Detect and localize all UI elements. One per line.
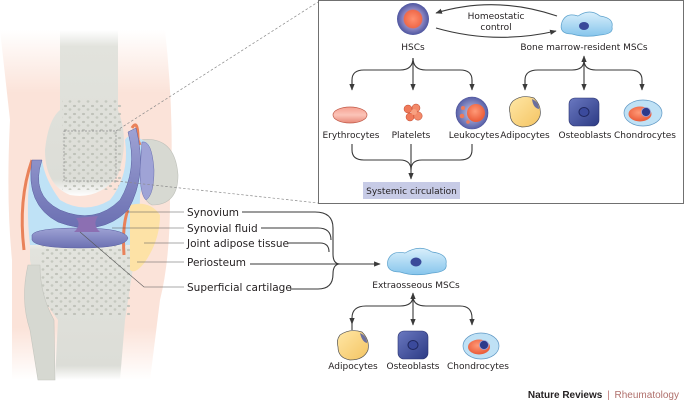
systemic-circulation-label: Systemic circulation	[366, 187, 457, 197]
tibial-cartilage	[31, 227, 129, 249]
converge-line-synovium	[242, 211, 341, 265]
extraosseous-msc-group: Extraosseous MSCs Adipocytes Osteoblasts…	[328, 247, 509, 372]
zoom-line-bottom	[115, 180, 319, 204]
leukocyte-granule-icon	[459, 113, 465, 119]
hsc-icon	[397, 3, 429, 35]
inset-osteoblast-nucleus-icon	[578, 107, 590, 117]
tissue-label: Synovial fluid	[187, 223, 258, 235]
inset-box	[318, 0, 684, 204]
adipocyte-icon	[336, 330, 369, 361]
osteoblast-nucleus-icon	[407, 340, 419, 350]
leukocyte-granule-icon	[461, 106, 465, 110]
extraosseous-progeny-label: Adipocytes	[328, 362, 378, 372]
chondrocyte-nucleus-icon	[479, 340, 489, 350]
extraosseous-msc-label: Extraosseous MSCs	[372, 281, 460, 291]
control-label: Homeostatic	[468, 12, 525, 22]
control-label: control	[480, 23, 511, 33]
bm-msc-nucleus-icon	[579, 22, 589, 30]
fibula	[24, 264, 56, 381]
tissue-label: Superficial cartilage	[187, 282, 292, 294]
patellar-cartilage	[139, 141, 155, 201]
leukocyte-nucleus-icon	[467, 104, 485, 122]
credit-separator: |	[607, 390, 610, 401]
systemic-circulation-box	[363, 182, 460, 199]
converge-line-synovial-fluid	[261, 227, 332, 241]
adipocyte-nucleus-icon	[360, 333, 367, 343]
extraosseous-progeny-label: Osteoblasts	[387, 362, 440, 372]
hsc-label: HSCs	[401, 43, 425, 53]
msc-progeny-label: Adipocytes	[500, 131, 550, 141]
hsc-progeny-label: Leukocytes	[449, 131, 500, 141]
bone-marrow-inset: HSCs Homeostatic control Bone marrow-res…	[318, 0, 684, 204]
tissue-label: Periosteum	[187, 257, 246, 269]
control-arrow-to-msc	[435, 27, 557, 38]
joint-adipose-tissue-region	[130, 203, 160, 272]
zoom-region-box	[63, 130, 117, 182]
tissue-label: Joint adipose tissue	[186, 238, 289, 250]
zoom-line-top	[115, 1, 319, 132]
extraosseous-progeny-label: Chondrocytes	[447, 362, 509, 372]
msc-progeny-label: Chondrocytes	[614, 131, 676, 141]
inset-adipocyte-icon	[509, 96, 541, 128]
hsc-progeny-label: Platelets	[392, 131, 431, 141]
converge-line-adipose	[288, 242, 330, 253]
converge-line-superficial-cartilage	[290, 263, 341, 290]
tibia-trabecular-bone	[40, 245, 130, 315]
femur-trabecular-bone	[62, 100, 122, 190]
bm-msc-label: Bone marrow-resident MSCs	[520, 43, 648, 53]
journal-name: Nature Reviews	[527, 390, 603, 401]
control-arrow-to-hsc	[435, 4, 558, 17]
platelets-icon	[403, 103, 423, 122]
leukocyte-granule-icon	[466, 120, 470, 124]
journal-section: Rheumatology	[614, 390, 679, 401]
knee-illustration	[0, 1, 319, 381]
tissue-label: Synovium	[187, 207, 239, 219]
inset-chondrocyte-nucleus-icon	[641, 107, 651, 117]
leader-superficial-cartilage	[79, 231, 184, 288]
hsc-progeny-label: Erythrocytes	[323, 131, 380, 141]
inset-adipocyte-nucleus-icon	[532, 99, 539, 109]
erythrocyte-icon	[332, 106, 368, 124]
synovium-lining	[20, 159, 34, 251]
msc-progeny-label: Osteoblasts	[559, 131, 612, 141]
msc-nucleus-icon	[410, 257, 422, 267]
bracket-extraosseous	[351, 295, 473, 330]
journal-credit: Nature Reviews | Rheumatology	[528, 390, 679, 401]
femoral-cartilage	[30, 127, 141, 229]
superficial-cartilage-region	[74, 216, 100, 232]
tissue-sources: Synovium Synovial fluid Joint adipose ti…	[186, 207, 381, 294]
